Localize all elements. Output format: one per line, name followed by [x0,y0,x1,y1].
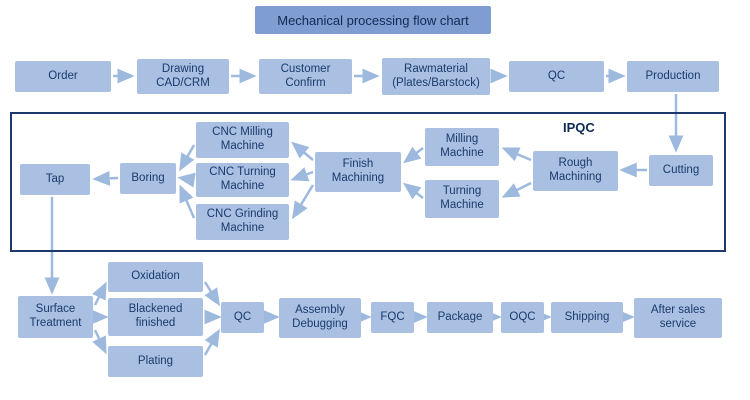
node-qc-1: QC [509,61,604,92]
node-blackened-finished: Blackened finished [108,298,203,336]
node-customer-confirm: Customer Confirm [259,59,352,94]
node-cutting: Cutting [649,155,713,186]
node-assembly-debugging: Assembly Debugging [279,298,361,338]
node-drawing-cad-crm: Drawing CAD/CRM [137,59,229,94]
chart-title: Mechanical processing flow chart [255,6,491,34]
node-rawmaterial: Rawmaterial (Plates/Barstock) [382,58,490,95]
node-oxidation: Oxidation [108,262,203,292]
node-cnc-turning-machine: CNC Turning Machine [196,163,289,197]
node-turning-machine: Turning Machine [425,180,499,218]
node-shipping: Shipping [551,302,623,333]
node-surface-treatment: Surface Treatment [18,296,93,338]
ipqc-label: IPQC [563,120,595,135]
node-milling-machine: Milling Machine [425,128,499,166]
node-plating: Plating [108,346,203,377]
node-cnc-milling-machine: CNC Milling Machine [196,122,289,158]
node-qc-2: QC [221,302,264,333]
node-after-sales-service: After sales service [634,298,722,338]
node-tap: Tap [20,164,90,195]
node-order: Order [15,61,111,92]
node-oqc: OQC [501,302,544,333]
node-finish-machining: Finish Machining [315,152,401,192]
node-fqc: FQC [371,302,414,333]
ipqc-frame [10,112,726,252]
node-cnc-grinding-machine: CNC Grinding Machine [196,204,289,240]
node-rough-machining: Rough Machining [533,151,618,191]
node-production: Production [627,61,719,92]
node-package: Package [427,302,493,333]
node-boring: Boring [120,163,176,194]
